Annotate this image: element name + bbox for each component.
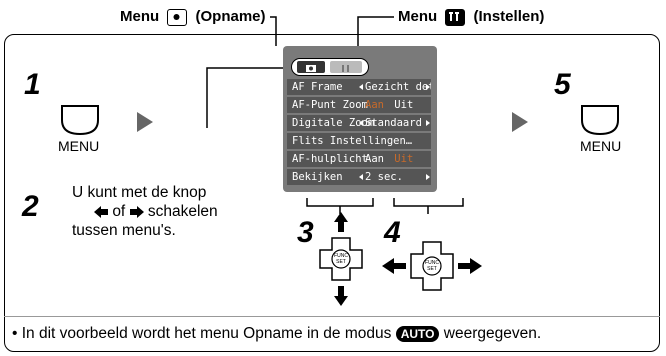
dpad-up-down-icon[interactable]: FUNC SET <box>310 212 372 306</box>
instruction-line-2: of schakelen <box>72 202 272 221</box>
wrench-icon <box>445 8 466 26</box>
camera-icon <box>167 8 188 26</box>
camera-tab-icon <box>306 65 316 72</box>
svg-text:FUNC: FUNC <box>334 253 348 259</box>
instruction-of: of <box>112 203 126 220</box>
menu-opname-header: Menu (Opname) <box>120 8 266 26</box>
step-2-number: 2 <box>22 190 39 223</box>
menu-instellen-header: Menu (Instellen) <box>398 8 544 26</box>
left-arrow-icon <box>359 84 363 90</box>
menu-row-af-frame[interactable]: AF Frame Gezicht det. <box>287 79 431 95</box>
wrench-tab-icon <box>342 65 349 72</box>
play-arrow-icon <box>137 112 153 132</box>
illustration-frame <box>4 34 660 352</box>
footer-bullet: • <box>12 325 18 342</box>
tab-opname[interactable] <box>297 61 325 73</box>
footer-text-after: weergegeven. <box>443 325 542 342</box>
camera-screen: AF Frame Gezicht det. AF-Punt Zoom Aan U… <box>283 46 437 192</box>
menu-row-digitale-zoom[interactable]: Digitale Zoom Standaard <box>287 115 431 131</box>
left-arrow-icon <box>359 174 363 180</box>
right-arrow-icon <box>426 120 430 126</box>
left-arrow-icon <box>94 205 108 218</box>
menu-button-label: MENU <box>58 138 100 154</box>
play-arrow-icon <box>512 112 528 132</box>
footer-note: • In dit voorbeeld wordt het menu Opname… <box>12 324 541 343</box>
menu-instellen-label: Menu <box>398 8 438 25</box>
menu-row-af-punt-zoom[interactable]: AF-Punt Zoom Aan Uit <box>287 97 431 113</box>
menu-row-flits-instellingen[interactable]: Flits Instellingen… <box>287 133 431 149</box>
step-2-instruction: U kunt met de knop of schakelen tussen m… <box>72 183 272 240</box>
step-4-number: 4 <box>384 216 401 249</box>
menu-opname-name: (Opname) <box>195 8 266 25</box>
tab-bar <box>291 58 369 76</box>
auto-mode-badge: AUTO <box>395 325 440 342</box>
step-5-number: 5 <box>554 68 571 101</box>
right-arrow-icon <box>426 84 430 90</box>
menu-row-bekijken[interactable]: Bekijken 2 sec. <box>287 169 431 185</box>
tab-instellen[interactable] <box>330 61 362 73</box>
right-arrow-icon <box>129 205 144 218</box>
menu-row-af-hulplicht[interactable]: AF-hulplicht Aan Uit <box>287 151 431 167</box>
menu-button-icon[interactable] <box>60 104 100 136</box>
menu-button-label: MENU <box>580 138 622 154</box>
svg-text:SET: SET <box>427 266 437 272</box>
svg-text:FUNC: FUNC <box>425 260 439 266</box>
step-3-number: 3 <box>297 216 314 249</box>
step-1-number: 1 <box>24 68 41 101</box>
footer-text-before: In dit voorbeeld wordt het menu Opname i… <box>21 325 392 342</box>
dpad-left-right-icon[interactable]: FUNC SET <box>382 234 482 298</box>
instruction-line-1: U kunt met de knop <box>72 184 207 201</box>
instruction-line-3: tussen menu's. <box>72 222 176 239</box>
menu-opname-label: Menu <box>120 8 160 25</box>
instruction-schakelen: schakelen <box>147 203 218 220</box>
svg-text:SET: SET <box>336 259 346 265</box>
menu-button-icon[interactable] <box>580 104 620 136</box>
right-arrow-icon <box>426 174 430 180</box>
menu-instellen-name: (Instellen) <box>473 8 545 25</box>
footer-divider <box>4 316 660 317</box>
left-arrow-icon <box>359 120 363 126</box>
